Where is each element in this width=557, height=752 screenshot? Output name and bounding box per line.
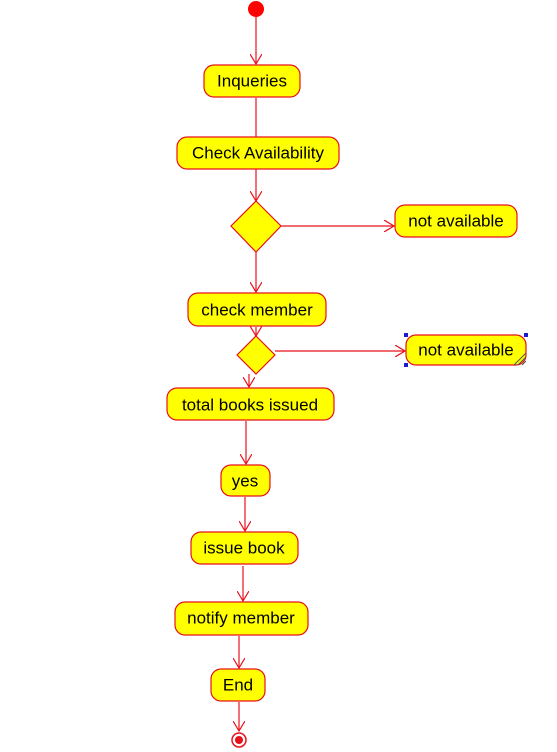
- activity-label: total books issued: [182, 396, 318, 415]
- activity-not-available-2[interactable]: not available: [404, 333, 528, 367]
- decision-availability[interactable]: [230, 200, 282, 253]
- activity-label: End: [223, 676, 253, 695]
- activity-not-available-1[interactable]: not available: [394, 204, 518, 238]
- initial-node: [248, 1, 264, 17]
- activity-label: Check Availability: [192, 144, 324, 163]
- activity-label: issue book: [203, 539, 285, 558]
- activity-notify-member[interactable]: notify member: [174, 601, 309, 636]
- activity-inqueries[interactable]: Inqueries: [203, 64, 301, 98]
- activity-label: Inqueries: [217, 72, 287, 91]
- activity-label: yes: [232, 472, 258, 491]
- selection-handle[interactable]: [404, 333, 408, 337]
- decision-member[interactable]: [236, 335, 276, 375]
- activity-yes[interactable]: yes: [220, 464, 271, 497]
- edges: [239, 17, 405, 731]
- activity-label: check member: [201, 301, 313, 320]
- activity-check-member[interactable]: check member: [187, 292, 327, 327]
- activity-issue-book[interactable]: issue book: [190, 531, 299, 565]
- activity-label: notify member: [187, 609, 295, 628]
- selection-handle[interactable]: [404, 363, 408, 367]
- activity-label: not available: [418, 341, 513, 360]
- activity-label: not available: [408, 212, 503, 231]
- final-node: [231, 732, 247, 748]
- activity-end[interactable]: End: [210, 668, 266, 702]
- activity-check-availability[interactable]: Check Availability: [176, 136, 340, 170]
- activity-total-books-issued[interactable]: total books issued: [166, 387, 335, 421]
- resize-grip-icon[interactable]: [513, 352, 527, 366]
- selection-handle[interactable]: [524, 333, 528, 337]
